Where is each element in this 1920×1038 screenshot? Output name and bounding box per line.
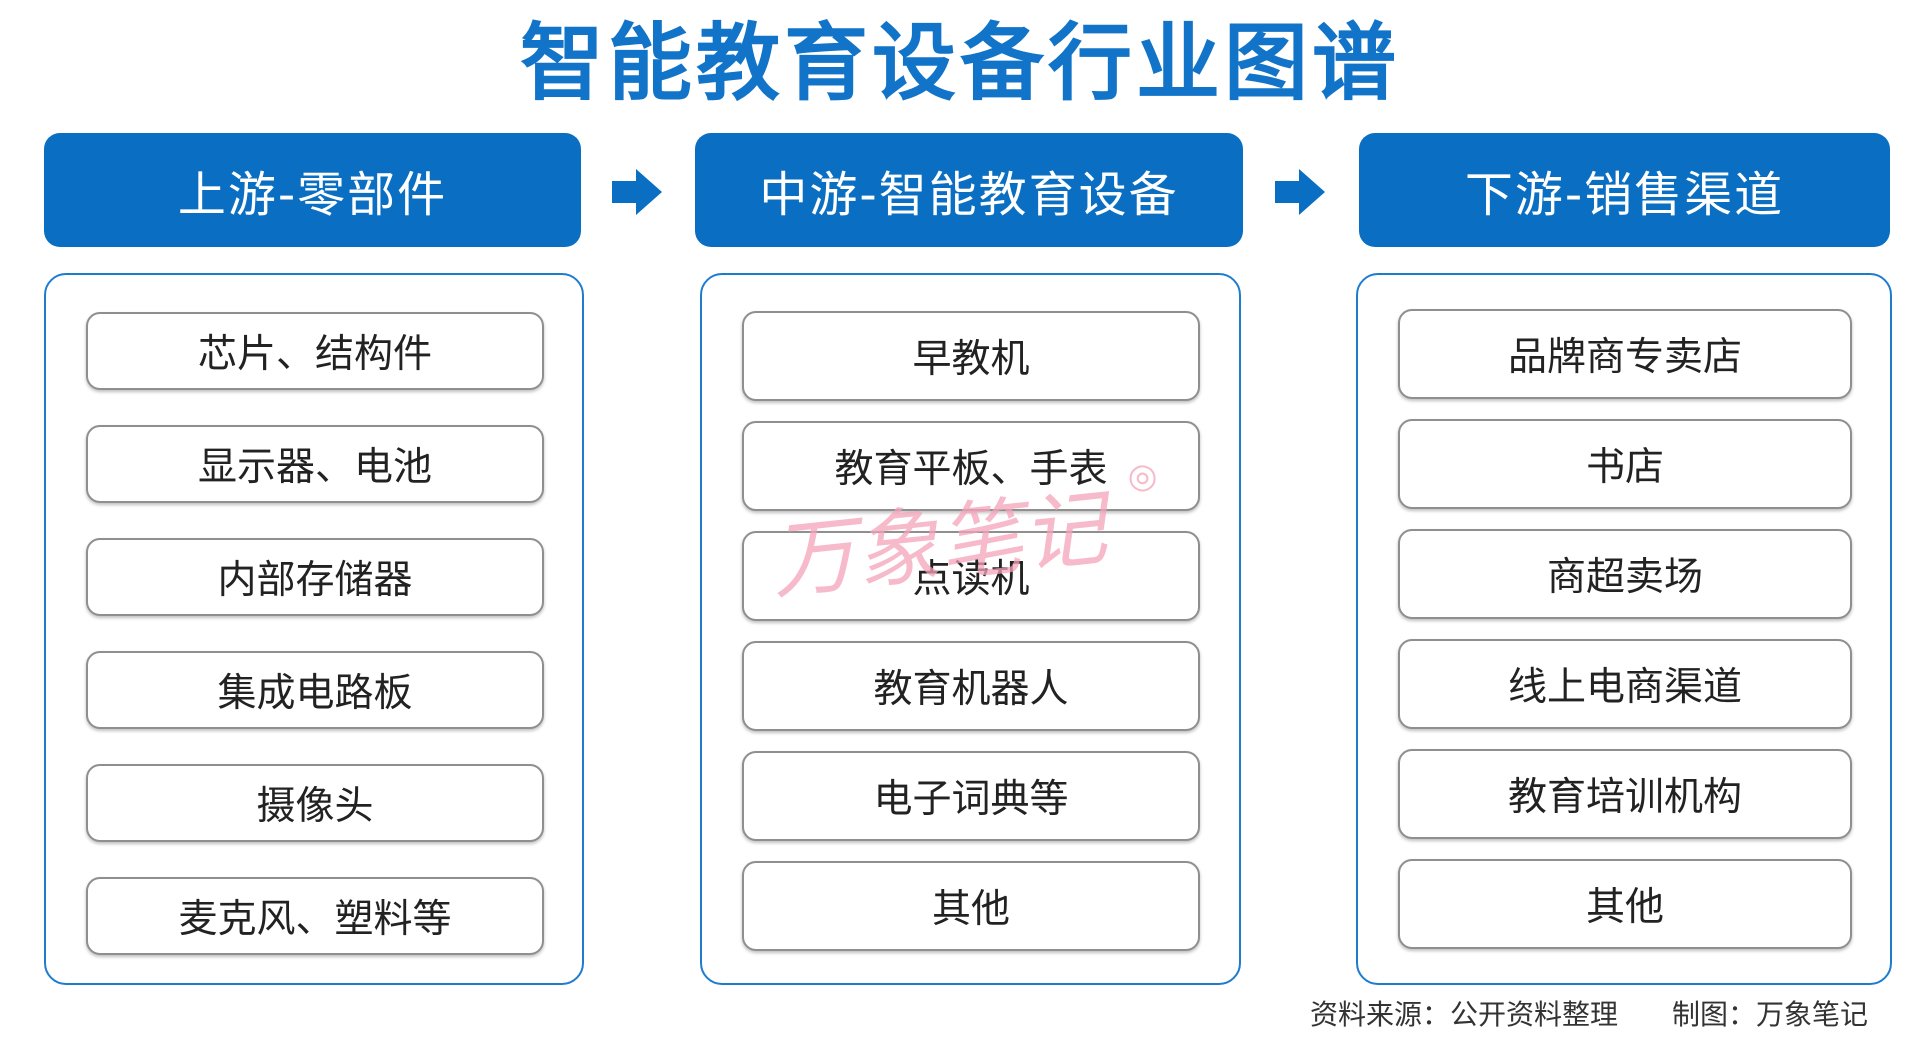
midstream-item: 点读机	[742, 531, 1200, 621]
midstream-item: 早教机	[742, 311, 1200, 401]
downstream-item: 书店	[1398, 419, 1852, 509]
midstream-item: 教育机器人	[742, 641, 1200, 731]
upstream-panel: 芯片、结构件 显示器、电池 内部存储器 集成电路板 摄像头 麦克风、塑料等	[44, 273, 584, 985]
midstream-item: 电子词典等	[742, 751, 1200, 841]
downstream-header-label: 下游-销售渠道	[1464, 167, 1785, 223]
right-arrow-icon	[612, 169, 662, 215]
midstream-item: 其他	[742, 861, 1200, 951]
upstream-item: 内部存储器	[86, 538, 544, 616]
upstream-item: 显示器、电池	[86, 425, 544, 503]
upstream-header-label: 上游-零部件	[177, 167, 448, 223]
downstream-panel: 品牌商专卖店 书店 商超卖场 线上电商渠道 教育培训机构 其他	[1356, 273, 1892, 985]
credit-note: 制图：万象笔记	[1672, 998, 1869, 1031]
midstream-header: 中游-智能教育设备	[695, 133, 1243, 247]
downstream-header: 下游-销售渠道	[1359, 133, 1890, 247]
midstream-panel: 早教机 教育平板、手表 点读机 教育机器人 电子词典等 其他	[700, 273, 1241, 985]
upstream-item: 麦克风、塑料等	[86, 877, 544, 955]
upstream-item: 集成电路板	[86, 651, 544, 729]
upstream-item: 摄像头	[86, 764, 544, 842]
page-title: 智能教育设备行业图谱	[519, 14, 1400, 112]
upstream-header: 上游-零部件	[44, 133, 581, 247]
downstream-item: 其他	[1398, 859, 1852, 949]
midstream-item: 教育平板、手表	[742, 421, 1200, 511]
downstream-item: 商超卖场	[1398, 529, 1852, 619]
downstream-item: 线上电商渠道	[1398, 639, 1852, 729]
downstream-item: 教育培训机构	[1398, 749, 1852, 839]
source-note: 资料来源：公开资料整理	[1310, 998, 1619, 1031]
upstream-item: 芯片、结构件	[86, 312, 544, 390]
right-arrow-icon	[1275, 169, 1325, 215]
midstream-header-label: 中游-智能教育设备	[759, 167, 1179, 223]
downstream-item: 品牌商专卖店	[1398, 309, 1852, 399]
